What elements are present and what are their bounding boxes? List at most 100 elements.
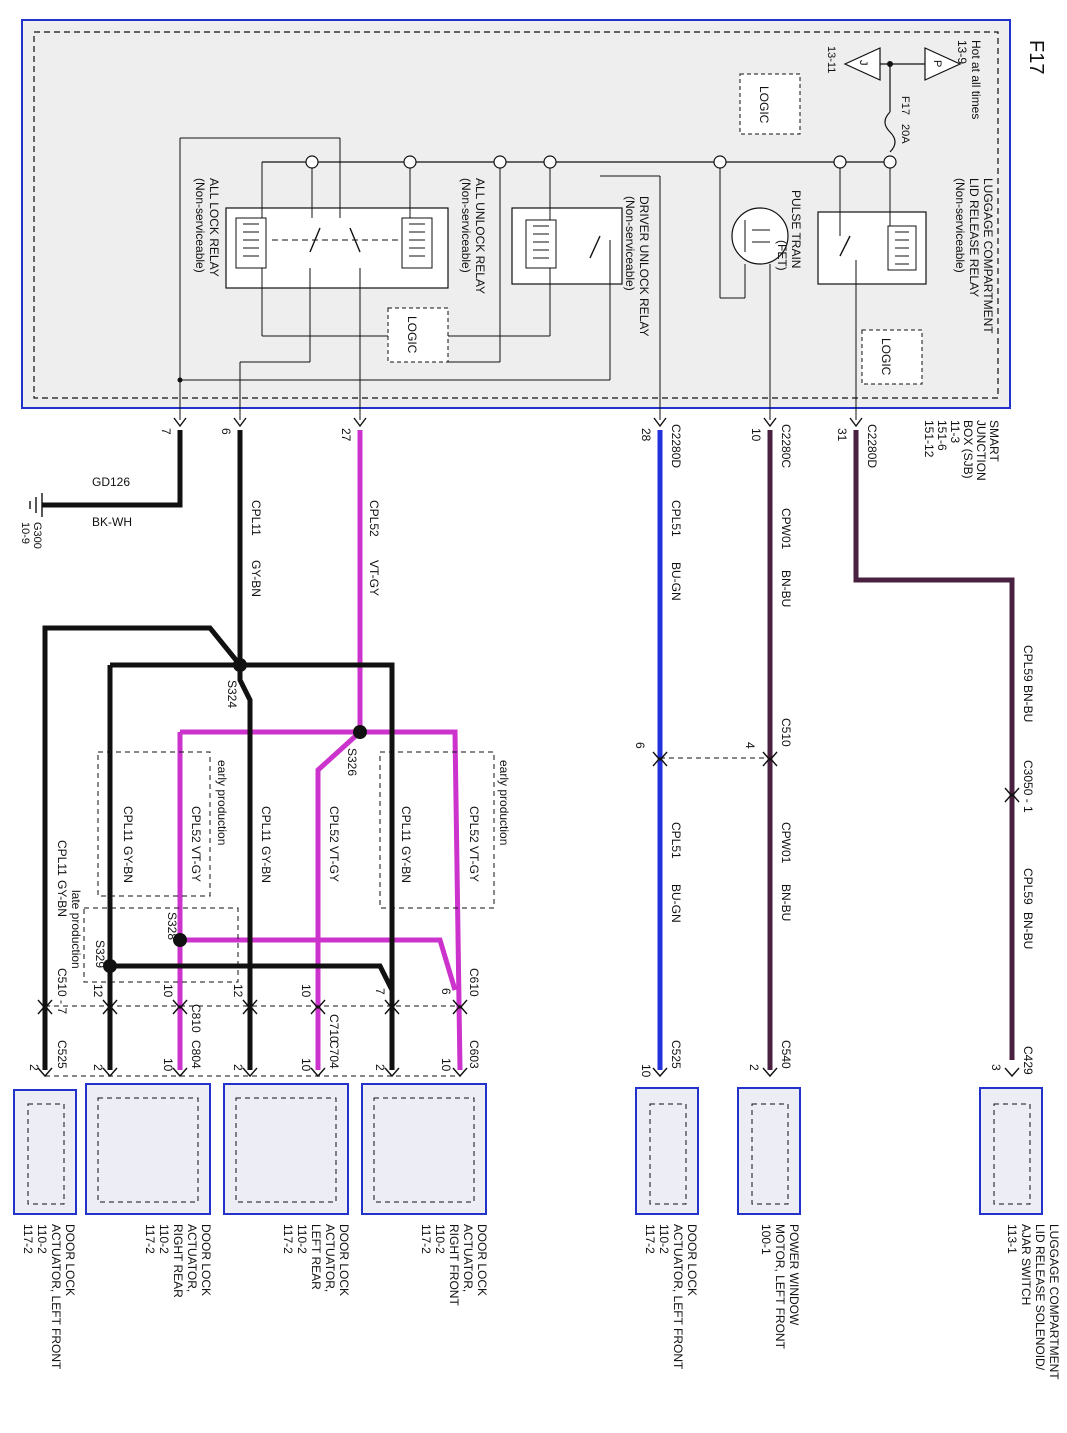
svg-text:110-2: 110-2 <box>657 1224 671 1254</box>
wire-cpl59: CPL59 BN-BU CPL59 BN-BU C3050 - 1 <box>853 430 1035 1060</box>
svg-text:CPL52: CPL52 <box>467 806 481 843</box>
hot-ref: 13-9 <box>955 40 969 64</box>
svg-text:CPL52: CPL52 <box>367 500 381 537</box>
svg-text:CPL52: CPL52 <box>327 806 341 843</box>
bus-nodes <box>305 155 897 169</box>
svg-text:BN-BU: BN-BU <box>779 884 793 921</box>
svg-text:151-12: 151-12 <box>922 420 936 458</box>
j-symbol: J <box>857 60 869 66</box>
fuse-label: F17 <box>899 96 911 115</box>
svg-text:DOOR LOCK: DOOR LOCK <box>63 1224 77 1296</box>
svg-text:VT-GY: VT-GY <box>327 846 341 882</box>
svg-text:11-3: 11-3 <box>948 420 962 443</box>
svg-text:10-9: 10-9 <box>19 522 31 544</box>
svg-text:31: 31 <box>835 428 849 442</box>
svg-text:4: 4 <box>743 742 757 749</box>
svg-text:7: 7 <box>159 428 173 435</box>
svg-text:CPL51: CPL51 <box>669 822 683 859</box>
svg-text:POWER WINDOW: POWER WINDOW <box>787 1224 801 1326</box>
svg-text:CPW01: CPW01 <box>779 822 793 864</box>
svg-text:LUGGAGE COMPARTMENT: LUGGAGE COMPARTMENT <box>1047 1224 1061 1380</box>
svg-text:10: 10 <box>639 1064 653 1078</box>
fuse-icon <box>884 111 896 153</box>
wire-cpl11 <box>42 430 395 1070</box>
svg-text:BN-BU: BN-BU <box>1021 685 1035 722</box>
svg-text:SMART: SMART <box>987 420 1001 462</box>
svg-text:10: 10 <box>161 1058 175 1072</box>
svg-text:LID RELEASE RELAY: LID RELEASE RELAY <box>967 178 981 297</box>
svg-text:BN-BU: BN-BU <box>1021 912 1035 949</box>
svg-text:6: 6 <box>219 428 233 435</box>
hot-label: Hot at all times <box>969 40 983 119</box>
door-lock-lf-box <box>635 1087 699 1215</box>
p-symbol: P <box>931 60 943 67</box>
svg-text:RIGHT FRONT: RIGHT FRONT <box>447 1224 461 1306</box>
relay-coil-icon <box>895 231 909 265</box>
svg-text:C540: C540 <box>779 1040 793 1069</box>
sjb-pins: C2280D 31 C2280C 10 C2280D 28 27 6 7 <box>159 417 879 468</box>
svg-text:CPL11: CPL11 <box>259 806 273 842</box>
svg-text:LID RELEASE SOLENOID/: LID RELEASE SOLENOID/ <box>1033 1224 1047 1371</box>
svg-text:GY-BN: GY-BN <box>259 846 273 883</box>
svg-text:ACTUATOR,: ACTUATOR, <box>461 1224 475 1292</box>
svg-text:CPW01: CPW01 <box>779 508 793 550</box>
all-unlock-all-lock-relay: ALL UNLOCK RELAY (Non-serviceable) ALL L… <box>177 137 610 420</box>
splice-s329 <box>103 959 117 973</box>
svg-text:C810: C810 <box>189 1004 203 1033</box>
svg-text:ALL UNLOCK RELAY: ALL UNLOCK RELAY <box>473 178 487 294</box>
svg-text:C2280D: C2280D <box>669 424 683 468</box>
svg-text:117-2: 117-2 <box>143 1224 157 1254</box>
wire-cpw01: CPW01 BN-BU CPW01 BN-BU C510 4 <box>743 430 793 1070</box>
wire-cpl52 <box>177 430 463 1071</box>
svg-text:C525: C525 <box>669 1040 683 1069</box>
production-notes: early production early production late p… <box>69 751 511 983</box>
svg-text:early production: early production <box>497 760 511 845</box>
svg-text:S328: S328 <box>165 912 179 940</box>
svg-text:GY-BN: GY-BN <box>399 846 413 883</box>
svg-text:G300: G300 <box>31 522 43 549</box>
svg-text:CPL59: CPL59 <box>1021 868 1035 905</box>
component-connectors: C429 3 C540 2 C525 10 C603 10 2 C704 10 … <box>27 1040 1035 1078</box>
svg-text:CPL11: CPL11 <box>55 840 69 876</box>
component-boxes <box>13 1083 1043 1215</box>
svg-text:DRIVER UNLOCK RELAY: DRIVER UNLOCK RELAY <box>637 196 651 336</box>
svg-text:10: 10 <box>161 984 175 998</box>
logic-box-1: LOGIC <box>739 73 801 135</box>
svg-text:CPL52: CPL52 <box>189 806 203 843</box>
door-lock-rr-box <box>85 1083 211 1215</box>
svg-text:LEFT REAR: LEFT REAR <box>309 1224 323 1290</box>
svg-text:(Non-serviceable): (Non-serviceable) <box>193 178 207 273</box>
svg-text:117-2: 117-2 <box>643 1224 657 1254</box>
svg-text:LUGGAGE COMPARTMENT: LUGGAGE COMPARTMENT <box>981 178 995 334</box>
svg-text:BU-GN: BU-GN <box>669 884 683 923</box>
relay-coil-icon <box>533 225 549 259</box>
svg-text:VT-GY: VT-GY <box>189 846 203 882</box>
svg-text:S329: S329 <box>93 940 107 968</box>
svg-text:110-2: 110-2 <box>433 1224 447 1254</box>
relay-coil-icon <box>409 223 425 257</box>
svg-text:151-6: 151-6 <box>935 420 949 451</box>
luggage-solenoid-box <box>979 1087 1043 1215</box>
logic-box-2: LOGIC <box>861 329 923 385</box>
component-inner <box>27 1097 1031 1205</box>
svg-text:110-2: 110-2 <box>35 1224 49 1254</box>
svg-text:10: 10 <box>299 984 313 998</box>
svg-text:(Non-serviceable): (Non-serviceable) <box>459 178 473 273</box>
svg-text:DOOR LOCK: DOOR LOCK <box>685 1224 699 1296</box>
svg-text:2: 2 <box>91 1064 105 1071</box>
svg-text:CPL11: CPL11 <box>249 500 263 536</box>
svg-text:10: 10 <box>439 1058 453 1072</box>
svg-text:GY-BN: GY-BN <box>249 560 263 597</box>
svg-text:117-2: 117-2 <box>21 1224 35 1254</box>
svg-text:DOOR LOCK: DOOR LOCK <box>475 1224 489 1296</box>
svg-text:CPL59: CPL59 <box>1021 645 1035 682</box>
svg-text:6: 6 <box>439 988 453 995</box>
ground-circuit: GD126 BK-WH G300 10-9 <box>19 430 183 549</box>
door-lock-lr-box <box>223 1083 349 1215</box>
ground-icon <box>29 493 43 517</box>
svg-text:ACTUATOR, LEFT FRONT: ACTUATOR, LEFT FRONT <box>671 1224 685 1370</box>
svg-text:CPL51: CPL51 <box>669 500 683 537</box>
svg-text:C610: C610 <box>467 968 481 997</box>
svg-text:GD126: GD126 <box>92 475 130 489</box>
svg-text:2: 2 <box>231 1064 245 1071</box>
